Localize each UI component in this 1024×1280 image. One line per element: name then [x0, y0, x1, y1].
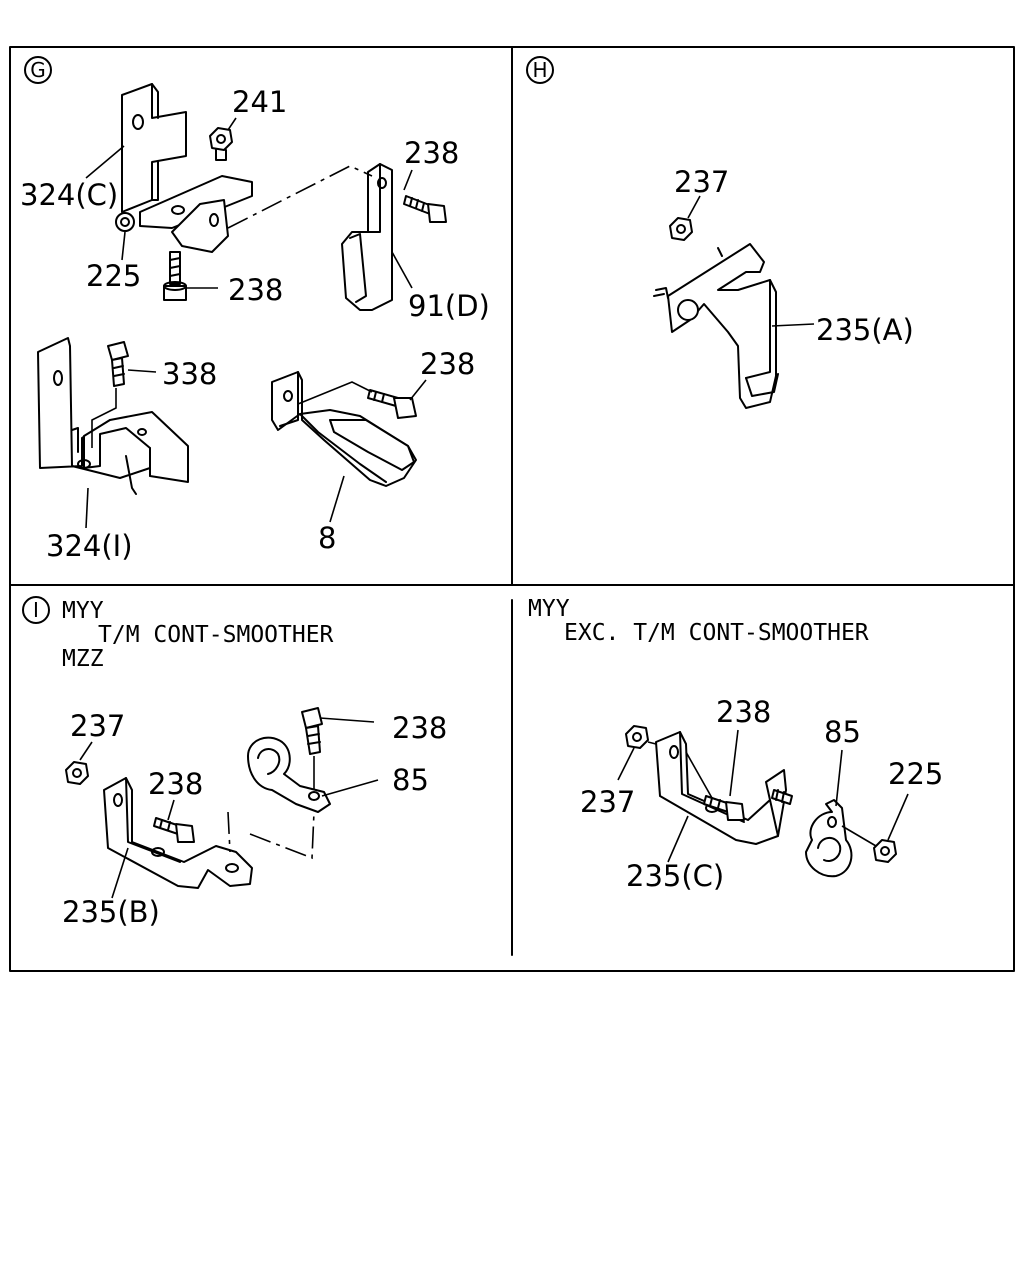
clip-91d [341, 163, 393, 311]
panel-g-marker: G [24, 56, 52, 84]
label-8: 8 [318, 521, 336, 555]
label-238-middle: 238 [420, 347, 475, 381]
note-i-line1: MYY [62, 598, 104, 624]
svg-text:G: G [30, 58, 46, 82]
nut-237-i [65, 761, 89, 785]
label-324i: 324(I) [46, 529, 133, 563]
bracket-324i [37, 337, 189, 495]
bolt-238-j [703, 795, 745, 821]
label-324c: 324(C) [20, 178, 118, 212]
label-85-j: 85 [824, 715, 861, 749]
clip-85-i [247, 736, 331, 813]
bracket-324c [121, 83, 253, 253]
panel-i: I MYY T/M CONT-SMOOTHER MZZ [22, 596, 447, 929]
label-91d: 91(D) [408, 289, 490, 323]
label-85-i: 85 [392, 763, 429, 797]
panel-h: H 237 235(A) [526, 56, 914, 409]
bracket-235a [653, 243, 779, 409]
label-238-i-upper: 238 [392, 711, 447, 745]
svg-text:I: I [33, 598, 39, 622]
label-225-j: 225 [888, 757, 943, 791]
nut-225-j [873, 839, 897, 863]
bolt-238-i-upper [301, 707, 323, 755]
label-238-j: 238 [716, 695, 771, 729]
svg-text:H: H [532, 58, 547, 82]
nut-237-j [625, 725, 649, 749]
note-i-line2: T/M CONT-SMOOTHER [98, 622, 334, 648]
label-235c: 235(C) [626, 859, 724, 893]
label-237-i: 237 [70, 709, 125, 743]
diagram-frame [9, 46, 1015, 972]
nut-237-h [669, 217, 693, 241]
label-238-i-lower: 238 [148, 767, 203, 801]
panel-i-marker: I [22, 596, 50, 624]
clip-85-j [805, 799, 853, 878]
bolt-238-upper [403, 195, 447, 223]
label-237-j: 237 [580, 785, 635, 819]
panel-g: G [20, 56, 490, 563]
bolt-238-lower [163, 251, 187, 301]
note-j-line2: EXC. T/M CONT-SMOOTHER [564, 620, 869, 646]
label-235b: 235(B) [62, 895, 160, 929]
stud-j [771, 789, 793, 805]
panel-j: MYY EXC. T/M CONT-SMOOTHER [528, 596, 943, 893]
note-i-line3: MZZ [62, 646, 104, 672]
label-238-lower: 238 [228, 273, 283, 307]
bolt-238-middle [367, 389, 417, 419]
nut-241 [209, 127, 233, 161]
label-225: 225 [86, 259, 141, 293]
bolt-338 [107, 341, 129, 387]
label-338: 338 [162, 357, 217, 391]
panel-h-marker: H [526, 56, 554, 84]
nut-225 [115, 212, 135, 232]
bracket-235b [103, 777, 253, 889]
bracket-235c [655, 731, 787, 845]
clip-8 [271, 371, 417, 487]
label-235a: 235(A) [816, 313, 914, 347]
label-241: 241 [232, 85, 287, 119]
bolt-238-i-lower [153, 817, 195, 843]
label-237-h: 237 [674, 165, 729, 199]
note-j-line1: MYY [528, 596, 570, 622]
label-238-upper: 238 [404, 136, 459, 170]
